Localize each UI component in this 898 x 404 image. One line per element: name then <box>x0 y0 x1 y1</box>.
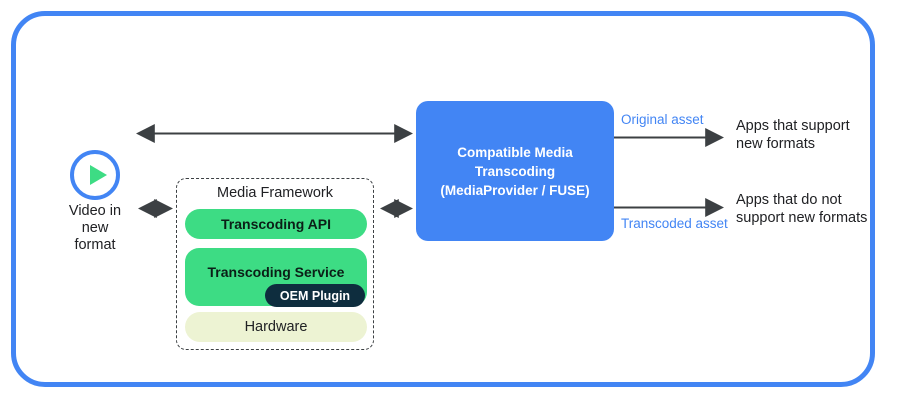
arrow-source-to-framework <box>137 199 174 218</box>
arrow-process-to-apps-support <box>614 128 725 147</box>
hardware-box[interactable]: Hardware <box>185 312 367 342</box>
apps-nosupport-line-2: support new formats <box>736 210 868 226</box>
cmt-line-3: (MediaProvider / FUSE) <box>440 182 590 198</box>
play-triangle-icon <box>90 165 107 185</box>
transcoding-api-box[interactable]: Transcoding API <box>185 209 367 239</box>
apps-support-line-2: new formats <box>736 136 815 152</box>
cmt-line-1: Compatible Media <box>457 144 573 160</box>
cmt-line-2: Transcoding <box>474 163 556 179</box>
media-framework-group: Media Framework Transcoding API Transcod… <box>176 178 374 350</box>
video-source-label-line-1: Video in <box>68 203 122 219</box>
oem-plugin-badge[interactable]: OEM Plugin <box>265 284 365 307</box>
apps-no-support-new-formats-label: Apps that do not support new formats <box>736 191 867 227</box>
video-source-label-line-2: new <box>81 220 109 236</box>
video-source-label-line-3: format <box>74 237 116 253</box>
apps-nosupport-line-1: Apps that do not <box>736 192 842 208</box>
outer-frame-border <box>11 11 875 387</box>
media-framework-title: Media Framework <box>216 185 334 201</box>
apps-support-line-1: Apps that support <box>736 118 850 134</box>
apps-support-new-formats-label: Apps that support new formats <box>736 117 850 153</box>
original-asset-label: Original asset <box>621 112 704 127</box>
arrow-source-to-process-top <box>135 124 414 143</box>
arrow-process-to-apps-nosupport <box>614 198 725 217</box>
compatible-media-transcoding-box[interactable]: Compatible Media Transcoding (MediaProvi… <box>416 101 614 241</box>
video-source-label: Video in new format <box>47 203 143 254</box>
arrow-framework-to-process <box>379 199 414 218</box>
play-circle-icon <box>70 150 120 200</box>
transcoded-asset-label: Transcoded asset <box>621 216 728 231</box>
